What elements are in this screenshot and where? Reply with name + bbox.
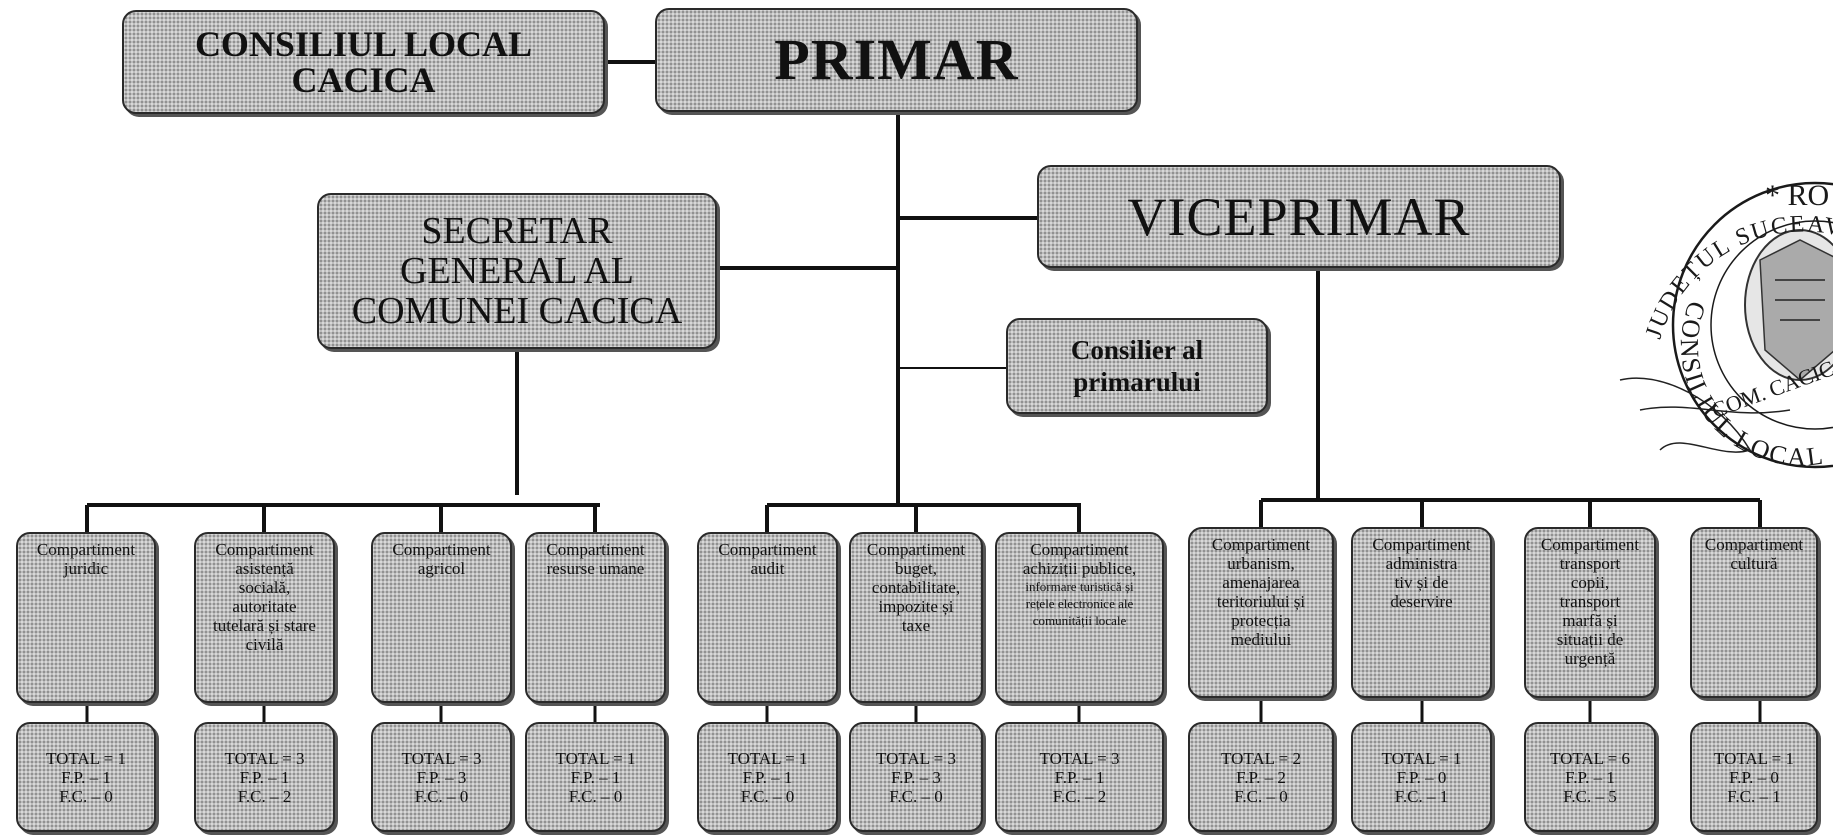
- total-box-administrativ: TOTAL = 1 F.P. – 0 F.C. – 1: [1351, 722, 1492, 832]
- compartment-urbanism: Compartiment urbanism, amenajarea terito…: [1188, 527, 1334, 698]
- total-text: TOTAL = 3 F.P. – 1 F.C. – 2: [224, 748, 305, 806]
- viceprimar-label: VICEPRIMAR: [1127, 186, 1471, 247]
- compartment-title: Compartiment agricol: [392, 540, 491, 578]
- total-text: TOTAL = 1 F.P. – 1 F.C. – 0: [46, 748, 126, 806]
- primar-box: PRIMAR: [655, 8, 1138, 112]
- total-text: TOTAL = 3 F.P. – 1 F.C. – 2: [1039, 748, 1120, 806]
- total-box-resurse-umane: TOTAL = 1 F.P. – 1 F.C. – 0: [525, 722, 666, 832]
- compartment-achizitii-publice: Compartiment achiziții publice, informar…: [995, 532, 1164, 703]
- compartment-title: Compartiment juridic: [36, 540, 136, 578]
- compartment-title: Compartiment buget, contabilitate, impoz…: [866, 540, 966, 635]
- compartment-title: Compartiment urbanism, amenajarea terito…: [1211, 535, 1311, 649]
- seal-text-ro: * RO: [1765, 179, 1829, 212]
- seal-graphic: JUDEȚUL SUCEAVA * RO CONSILIUL LOCAL COM…: [1619, 179, 1833, 472]
- compartment-cultura: Compartiment cultură: [1690, 527, 1818, 698]
- compartment-title: Compartiment transport copii, transport …: [1540, 535, 1640, 668]
- compartment-agricol: Compartiment agricol: [371, 532, 512, 703]
- consiliul-local-box: CONSILIUL LOCAL CACICA: [122, 10, 605, 114]
- consiliul-local-label: CONSILIUL LOCAL CACICA: [194, 24, 533, 100]
- consilier-primar-label: Consilier al primarului: [1070, 335, 1204, 397]
- compartment-title: Compartiment administra tiv și de deserv…: [1372, 535, 1471, 611]
- compartment-title: Compartiment resurse umane: [546, 540, 645, 578]
- total-box-urbanism: TOTAL = 2 F.P. – 2 F.C. – 0: [1188, 722, 1334, 832]
- compartment-buget: Compartiment buget, contabilitate, impoz…: [849, 532, 983, 703]
- total-text: TOTAL = 3 F.P. – 3 F.C. – 0: [876, 748, 956, 806]
- compartment-transport: Compartiment transport copii, transport …: [1524, 527, 1656, 698]
- total-text: TOTAL = 2 F.P. – 2 F.C. – 0: [1221, 748, 1301, 806]
- compartment-subtitle: informare turistică și rețele electronic…: [1025, 579, 1134, 628]
- total-box-buget: TOTAL = 3 F.P. – 3 F.C. – 0: [849, 722, 983, 832]
- compartment-title: Compartiment audit: [718, 540, 817, 578]
- compartment-resurse-umane: Compartiment resurse umane: [525, 532, 666, 703]
- secretar-general-label: SECRETAR GENERAL AL COMUNEI CACICA: [351, 210, 683, 332]
- total-text: TOTAL = 1 F.P. – 1 F.C. – 0: [555, 748, 636, 806]
- compartment-title: Compartiment asistență socială, autorita…: [213, 540, 316, 654]
- total-text: TOTAL = 6 F.P. – 1 F.C. – 5: [1550, 748, 1630, 806]
- compartment-juridic: Compartiment juridic: [16, 532, 156, 703]
- total-text: TOTAL = 1 F.P. – 0 F.C. – 1: [1381, 748, 1462, 806]
- primar-label: PRIMAR: [774, 27, 1019, 92]
- total-box-cultura: TOTAL = 1 F.P. – 0 F.C. – 1: [1690, 722, 1818, 832]
- secretar-general-box: SECRETAR GENERAL AL COMUNEI CACICA: [317, 193, 717, 349]
- total-box-audit: TOTAL = 1 F.P. – 1 F.C. – 0: [697, 722, 838, 832]
- official-seal-stamp: JUDEȚUL SUCEAVA * RO CONSILIUL LOCAL COM…: [1600, 150, 1833, 490]
- total-text: TOTAL = 1 F.P. – 0 F.C. – 1: [1714, 748, 1794, 806]
- compartment-audit: Compartiment audit: [697, 532, 838, 703]
- total-box-transport: TOTAL = 6 F.P. – 1 F.C. – 5: [1524, 722, 1656, 832]
- viceprimar-box: VICEPRIMAR: [1037, 165, 1561, 268]
- total-text: TOTAL = 1 F.P. – 1 F.C. – 0: [727, 748, 808, 806]
- total-box-achizitii: TOTAL = 3 F.P. – 1 F.C. – 2: [995, 722, 1164, 832]
- compartment-title: Compartiment achiziții publice,: [1022, 540, 1137, 578]
- total-box-juridic: TOTAL = 1 F.P. – 1 F.C. – 0: [16, 722, 156, 832]
- total-box-asistenta: TOTAL = 3 F.P. – 1 F.C. – 2: [194, 722, 335, 832]
- total-box-agricol: TOTAL = 3 F.P. – 3 F.C. – 0: [371, 722, 512, 832]
- total-text: TOTAL = 3 F.P. – 3 F.C. – 0: [401, 748, 482, 806]
- compartment-administrativ: Compartiment administra tiv și de deserv…: [1351, 527, 1492, 698]
- compartment-asistenta-sociala: Compartiment asistență socială, autorita…: [194, 532, 335, 703]
- consilier-primar-box: Consilier al primarului: [1006, 318, 1268, 414]
- compartment-title: Compartiment cultură: [1704, 535, 1804, 573]
